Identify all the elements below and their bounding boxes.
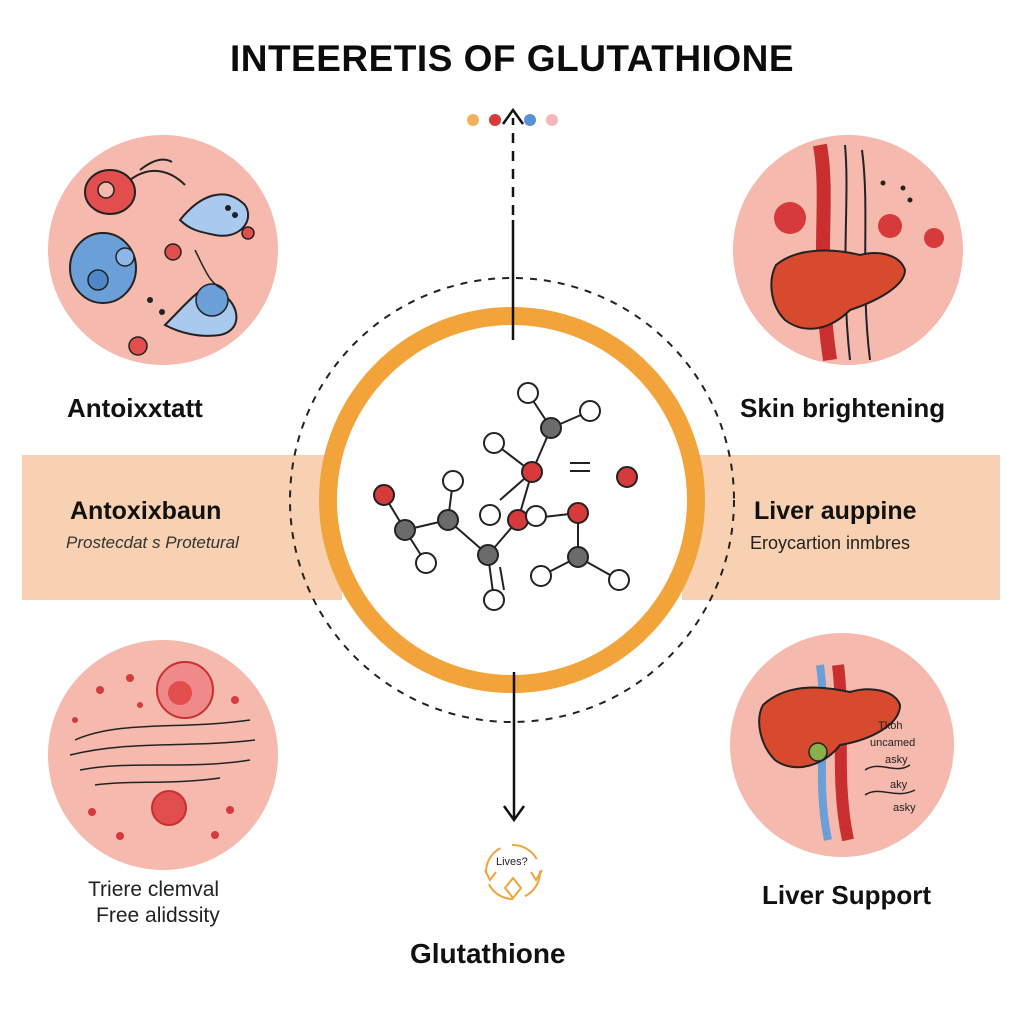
label-skin-brightening: Skin brightening bbox=[740, 393, 946, 423]
liver-note-4: aky bbox=[890, 779, 908, 791]
label-antioxidant: Antoixxtatt bbox=[67, 393, 203, 423]
cycle-icon-label: Lives? bbox=[496, 856, 528, 868]
down-arrow bbox=[502, 672, 526, 823]
liver-note-2: uncamed bbox=[870, 737, 916, 749]
band-left-title: Antoxixbaun bbox=[70, 497, 222, 525]
liver-support-illustration bbox=[730, 633, 954, 857]
band-right-title: Liver auppine bbox=[754, 497, 917, 525]
dot-blue bbox=[524, 114, 536, 126]
skin-liver-illustration bbox=[733, 135, 963, 365]
label-free-radicals-line1: Triere clemval bbox=[88, 878, 220, 901]
dot-pink bbox=[546, 114, 558, 126]
dot-red bbox=[489, 114, 501, 126]
dot-orange bbox=[467, 114, 479, 126]
band-right-subtitle: Eroycartion inmbres bbox=[750, 533, 911, 553]
liver-note-5: asky bbox=[893, 802, 916, 814]
free-radical-illustration bbox=[48, 640, 278, 870]
cells-illustration bbox=[48, 135, 278, 365]
label-free-radicals-line2: Free alidssity bbox=[96, 904, 220, 927]
top-dots bbox=[467, 114, 558, 126]
label-liver-support: Liver Support bbox=[762, 880, 932, 910]
left-band bbox=[22, 455, 342, 600]
dashed-orbit bbox=[289, 277, 735, 723]
band-left-subtitle: Prostecdat s Protetural bbox=[66, 533, 239, 552]
liver-note-1: Tkoh bbox=[878, 720, 903, 732]
diagram-title: INTEERETIS OF GLUTATHIONE bbox=[229, 38, 795, 79]
liver-note-3: asky bbox=[885, 754, 908, 766]
cycle-icon bbox=[484, 844, 543, 900]
glutathione-molecule bbox=[373, 382, 638, 611]
label-glutathione: Glutathione bbox=[410, 938, 566, 969]
up-arrow bbox=[501, 107, 525, 340]
right-band bbox=[682, 455, 1000, 600]
